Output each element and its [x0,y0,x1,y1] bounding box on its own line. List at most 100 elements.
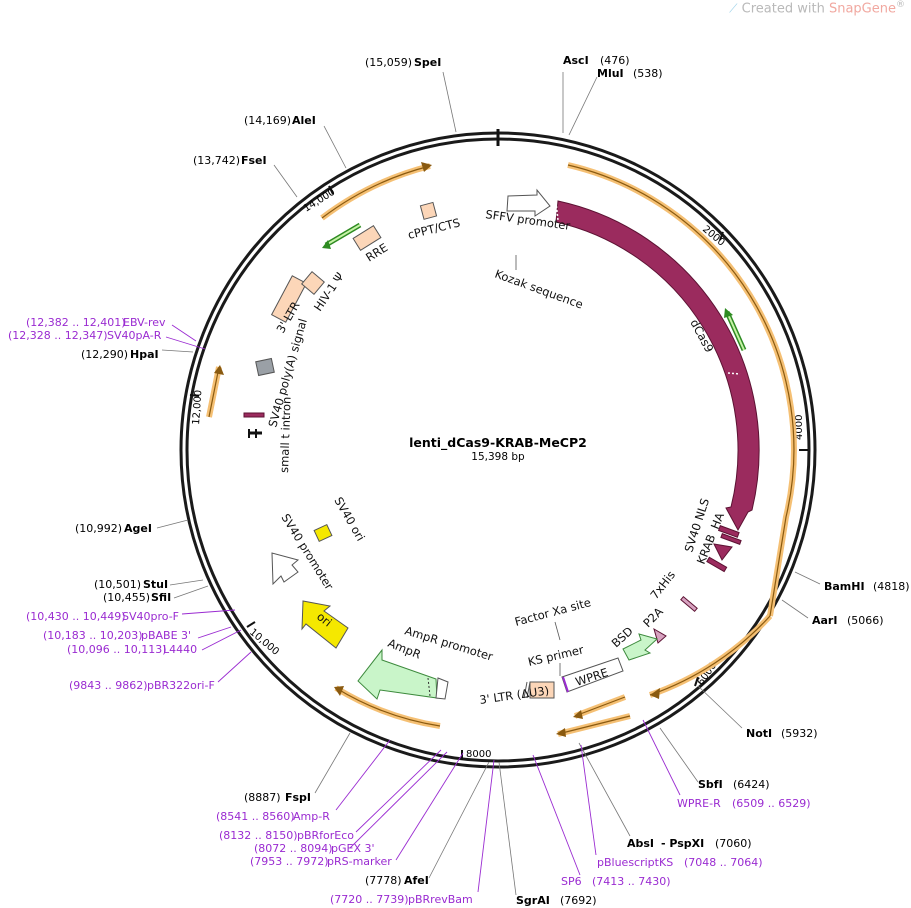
cppt-box [419,201,438,220]
primer-labels: (12,382 .. 12,401) EBV-rev (12,328 .. 12… [8,316,811,906]
primer-name-sv40pa-r: SV40pA-R [107,329,162,342]
enzyme-name-noti: NotI [746,727,772,740]
dcas9-tail-markers [622,525,742,661]
orf-arrow-head [334,686,344,696]
primer-name-pbabe3: pBABE 3' [141,629,191,642]
plasmid-length: 15,398 bp [471,451,525,463]
primer-name-pgex3: pGEX 3' [331,842,375,855]
enzyme-pos-fspi: (8887) [244,791,281,804]
enzyme-pos-sfii: (10,455) [103,591,150,604]
enzyme-pos-agei: (10,992) [75,522,122,535]
primer-pos-sv40pro-f: (10,430 .. 10,449) [26,610,126,623]
primer-pos-sv40pa-r: (12,328 .. 12,347) [8,329,108,342]
enzyme-pos-asci: (476) [600,54,630,67]
orf-arrow-head [421,162,432,172]
primer-pos-pbrforeco: (8132 .. 8150) [219,829,298,842]
enzyme-pos-noti: (5932) [781,727,818,740]
label-small-t-intron: small t intron [277,396,294,473]
primer-pos-pbabe3: (10,183 .. 10,203) [43,629,143,642]
p2a-marker [653,627,667,644]
enzyme-name-alei: AleI [292,114,316,127]
primer-pos-ebv-rev: (12,382 .. 12,401) [26,316,126,329]
label-cppt-cts: cPPT/CTS [406,215,461,242]
polya-box [255,357,275,377]
snapgene-watermark: ⟋ Created with SnapGene® [729,0,905,16]
primer-pos-pbluescriptks: (7048 .. 7064) [684,856,763,869]
ori-arrow [301,600,349,649]
orf-arrow-head [214,365,224,375]
left-markers [243,357,275,438]
primer-name-ebv-rev: EBV-rev [123,316,166,329]
label-ks-primer: KS primer [527,642,586,668]
orf-arrow-top-left [320,163,431,221]
orf-arrow-head [650,688,660,699]
enzyme-labels: (15,059) SpeI AscI (476) MluI (538) (14,… [75,54,910,907]
plasmid-name: lenti_dCas9-KRAB-MeCP2 [409,435,587,451]
watermark-registered: ® [896,0,905,10]
enzyme-name-sbfi: SbfI [698,778,723,791]
label-p2a: P2A [640,604,666,630]
label-7xhis: 7xHis [647,568,678,602]
krab-marker [706,556,728,573]
his-tag-marker [680,595,698,613]
primer-pos-wpre-r: (6509 .. 6529) [732,797,811,810]
enzyme-pos-spei: (15,059) [365,56,412,69]
enzyme-name-mlui: MluI [597,67,624,80]
label-ltr-du3: 3' LTR (ΔU3) [478,683,549,707]
sv40-promoter-arrow [271,552,300,586]
enzyme-pos-fsei: (13,742) [193,154,240,167]
primer-pos-pbr322ori-f: (9843 .. 9862) [69,679,148,692]
orf-arrow-head [573,710,583,719]
rre-box [352,225,382,251]
tick-mark [694,676,699,687]
ampr-promoter-box [435,677,449,700]
label-wpre: WPRE [574,665,610,689]
enzyme-pos-absi: (7060) [715,837,752,850]
primer-pos-l4440: (10,096 .. 10,113) [67,643,167,656]
watermark-brand: SnapGene [828,1,896,17]
primer-pos-amp-r: (8541 .. 8560) [216,810,295,823]
tick-mark [189,394,200,397]
primer-name-wpre-r: WPRE-R [677,797,721,810]
enzyme-pos-afei: (7778) [365,874,402,887]
bsd-arrow [622,633,659,661]
backbone-outer-circle [179,131,817,769]
sv40-ori-box [313,523,333,543]
primer-connectors [165,324,681,893]
intron-marker [243,412,265,418]
primer-pos-sp6: (7413 .. 7430) [592,875,671,888]
orf-arrow-head [556,728,566,737]
enzyme-pos-sgrai: (7692) [560,894,597,907]
tick-label-8000: 8000 [466,749,491,760]
primer-name-pbluescriptks: pBluescriptKS [597,856,673,869]
orf-arrows [206,162,797,737]
enzyme-name-sgrai: SgrAI [516,894,550,907]
primer-pos-pbrrevbam: (7720 .. 7739) [330,893,409,906]
label-factor-xa-site: Factor Xa site [513,595,592,629]
tick-mark [719,231,724,241]
primer-name-pbrrevbam: pBRrevBam [408,893,473,906]
green-arrows [322,222,747,352]
tick-mark [246,621,256,628]
primer-name-l4440: L4440 [163,643,197,656]
primer-name-prs-marker: pRS-marker [327,855,392,868]
primer-name-pbr322ori-f: pBR322ori-F [147,679,215,692]
enzyme-pos-bamhi: (4818) [873,580,910,593]
sffv-promoter-arrow [506,188,551,217]
krab-arrow [713,543,733,561]
enzyme-name-asci: AscI [563,54,589,67]
tick-label-12000: 12,000 [191,390,204,426]
enzyme-pos-hpai: (12,290) [81,348,128,361]
enzyme-name-stui: StuI [143,578,168,591]
ltr3-box [270,275,308,323]
enzyme-pos-alei: (14,169) [244,114,291,127]
enzyme-name-afei: AfeI [404,874,429,887]
dcas9-arrow [555,200,760,532]
ampr-arrow [357,648,438,700]
enzyme-name-pspxi: - PspXI [661,837,704,850]
label-sv40-ori: SV40 ori [331,495,367,544]
primer-name-pbrforeco: pBRforEco [297,829,354,842]
primer-name-amp-r: Amp-R [293,810,330,823]
enzyme-name-aari: AarI [812,614,837,627]
